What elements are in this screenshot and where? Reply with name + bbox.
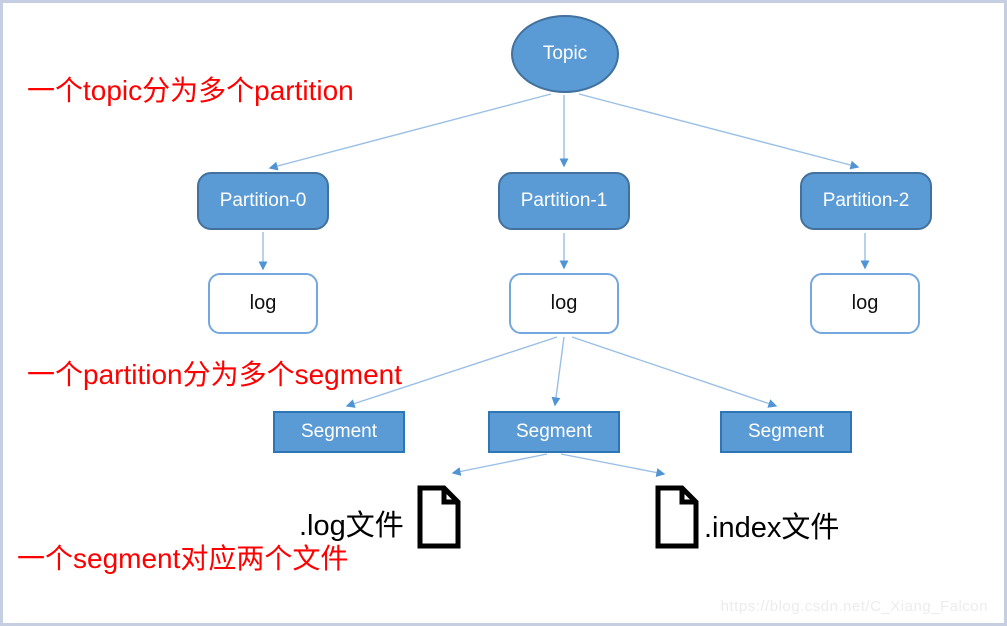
log-2-label: log (851, 292, 879, 314)
edge-segment1-indexfile (560, 453, 666, 477)
partition-0-node: Partition-0 (197, 172, 329, 230)
log-node-0: log (208, 273, 318, 334)
watermark-url: https://blog.csdn.net/C_Xiang_Falcon (720, 598, 988, 615)
edge-segment1-logfile (451, 453, 548, 476)
annotation-segment-files: 一个segment对应两个文件 (17, 543, 349, 574)
topic-node: Topic (511, 15, 619, 93)
edge-log1-segment1 (551, 336, 565, 407)
partition-2-node: Partition-2 (800, 172, 932, 230)
partition-1-label: Partition-1 (520, 190, 608, 211)
segment-2-label: Segment (747, 421, 825, 442)
partition-0-label: Partition-0 (219, 190, 307, 211)
log-0-label: log (249, 292, 277, 314)
annotation-topic-partition: 一个topic分为多个partition (27, 75, 354, 106)
partition-2-label: Partition-2 (822, 190, 910, 211)
partition-1-node: Partition-1 (498, 172, 630, 230)
document-icon (417, 485, 461, 549)
annotation-partition-segment: 一个partition分为多个segment (27, 359, 403, 390)
segment-node-0: Segment (273, 411, 405, 453)
document-icon (655, 485, 699, 549)
segment-0-label: Segment (300, 421, 378, 442)
log-node-1: log (509, 273, 619, 334)
segment-node-1: Segment (488, 411, 620, 453)
log-1-label: log (550, 292, 578, 314)
log-node-2: log (810, 273, 920, 334)
topic-label: Topic (542, 43, 588, 64)
segment-1-label: Segment (515, 421, 593, 442)
segment-node-2: Segment (720, 411, 852, 453)
edge-topic-partition2 (578, 93, 860, 170)
log-file-label: .log文件 (299, 510, 404, 542)
edge-log1-segment2 (571, 336, 778, 408)
index-file-label: .index文件 (704, 512, 840, 544)
